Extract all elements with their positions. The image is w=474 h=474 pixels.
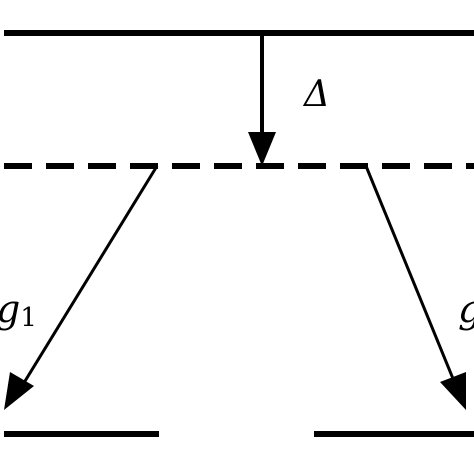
- g1-arrowhead: [4, 372, 34, 410]
- g1-label-subscript: 1: [20, 303, 37, 333]
- g1-label-main: g: [0, 287, 20, 331]
- delta-label: Δ: [302, 74, 330, 115]
- g1-arrow-shaft: [20, 165, 159, 387]
- g2-label: g: [458, 287, 474, 331]
- g1-label: g1: [0, 287, 37, 333]
- g2-arrow-shaft: [364, 165, 458, 387]
- delta-arrowhead: [248, 132, 276, 166]
- g2-arrowhead: [440, 372, 466, 410]
